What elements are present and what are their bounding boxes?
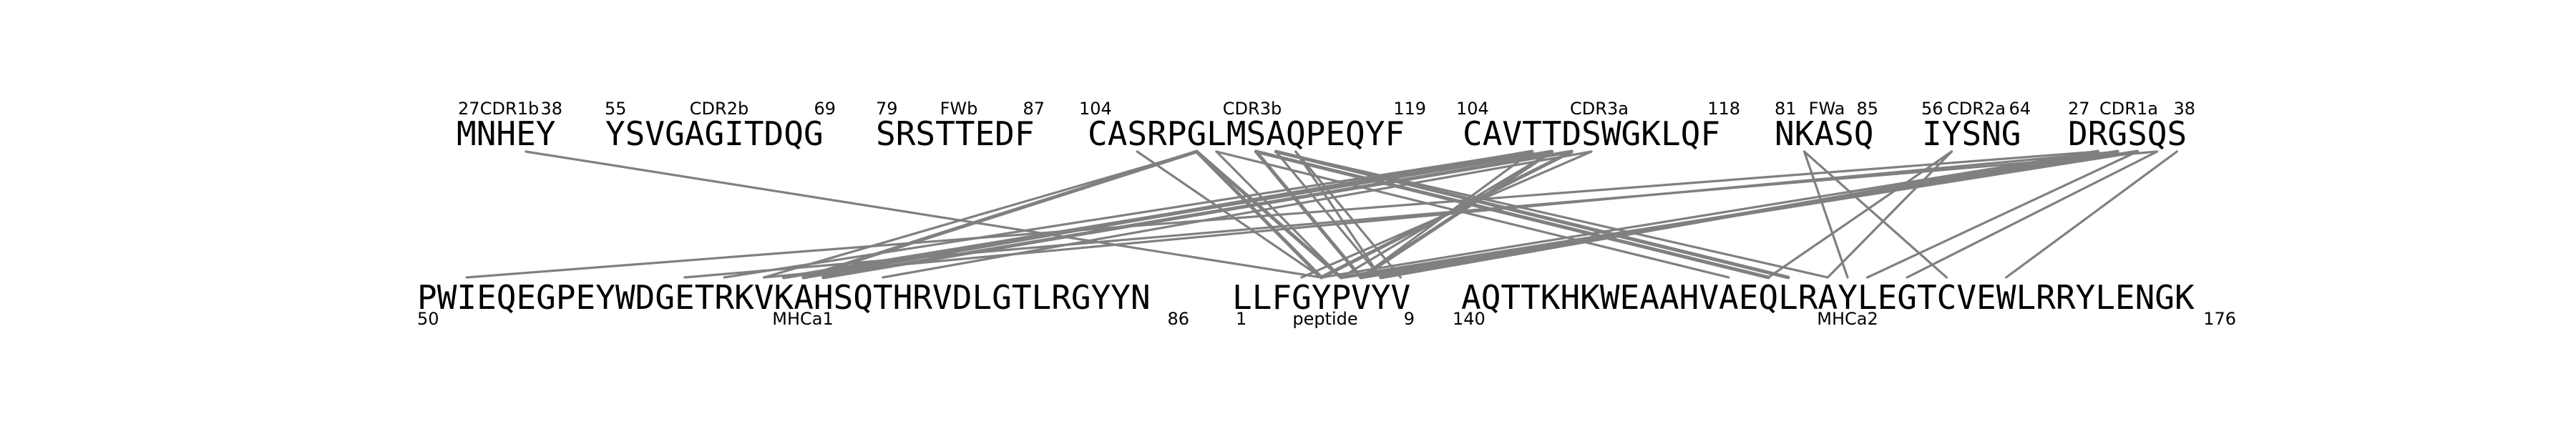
contact-line (1215, 150, 1730, 279)
peptide-segment: LLFGYPVYV 1 peptide 9 (1232, 278, 1415, 329)
segment-sequence: DRGSQS (2068, 114, 2187, 153)
contact-line (762, 150, 2119, 279)
segment-end-number: 119 (1393, 99, 1426, 119)
segment-start-number: 1 (1236, 309, 1246, 329)
segment-sequence: PWIEQEGPEYWDGETRKVKAHSQTHRVDLGTLRGYYN (417, 278, 1151, 317)
tcr-segment-FWb: 79 FWb 87 SRSTTEDF (876, 99, 1045, 153)
tcr-segment-CDR2a: 56 CDR2a 64 IYSNG (1921, 99, 2031, 153)
contact-line (762, 150, 1198, 279)
contact-line (1274, 149, 1790, 280)
contact-line (2005, 150, 2178, 279)
mhc-segment-MHCa2: AQTTKHKWEAAHVAEQLRAYLEGTCVEWLRRYLENGK 14… (1453, 278, 2236, 329)
segment-start-number: 50 (417, 309, 439, 329)
contact-line (821, 149, 1574, 280)
segment-name-label: CDR1b (480, 99, 539, 119)
contact-line (525, 150, 1323, 279)
contact-line (1359, 149, 1554, 280)
segment-end-number: 64 (2009, 99, 2031, 119)
segment-start-number: 55 (605, 99, 627, 119)
segment-end-number: 118 (1707, 99, 1740, 119)
segment-name-label: FWb (940, 99, 978, 119)
segment-end-number: 176 (2203, 309, 2236, 329)
contact-line (1826, 150, 1953, 279)
contact-line (801, 149, 1199, 280)
segment-start-number: 81 (1775, 99, 1797, 119)
segment-name-label: MHCa2 (1817, 309, 1878, 329)
segment-sequence: YSVGAGITDQG (605, 114, 824, 153)
segment-start-number: 104 (1456, 99, 1489, 119)
segment-sequence: SRSTTEDF (876, 114, 1035, 153)
contact-line (1254, 149, 1363, 280)
segment-sequence: CASRPGLMSAQPEQYF (1088, 114, 1405, 153)
segment-end-number: 87 (1023, 99, 1045, 119)
segment-start-number: 27 (2068, 99, 2090, 119)
mhc-segment-MHCa1: PWIEQEGPEYWDGETRKVKAHSQTHRVDLGTLRGYYN 50… (417, 278, 1189, 329)
tcr-segment-CDR3b: 104 CDR3b 119 CASRPGLMSAQPEQYF (1079, 99, 1426, 153)
segment-name-label: peptide (1292, 309, 1357, 329)
segment-end-number: 85 (1856, 99, 1878, 119)
segment-end-number: 86 (1167, 309, 1189, 329)
segment-sequence: AQTTKHKWEAAHVAEQLRAYLEGTCVEWLRRYLENGK (1461, 278, 2195, 317)
contact-line (1254, 149, 1770, 280)
segment-start-number: 56 (1921, 99, 1943, 119)
segment-start-number: 104 (1079, 99, 1112, 119)
segment-sequence: NKASQ (1775, 114, 1873, 153)
segment-end-number: 38 (540, 99, 562, 119)
segment-name-label: FWa (1809, 99, 1845, 119)
segment-name-label: CDR3a (1570, 99, 1629, 119)
tcr-segment-CDR1b: 27 CDR1b 38 MNHEY (457, 99, 562, 153)
segment-sequence: CAVTTDSWGKLQF (1463, 114, 1720, 153)
contact-line (1339, 149, 2140, 280)
tcr-segment-CDR1a: 27 CDR1a 38 DRGSQS (2068, 99, 2195, 153)
segment-name-label: MHCa1 (772, 309, 834, 329)
segment-name-label: CDR2a (1947, 99, 2006, 119)
segment-name-label: CDR1a (2099, 99, 2158, 119)
segment-sequence: LLFGYPVYV (1232, 278, 1410, 317)
contact-line (1866, 150, 2139, 279)
segment-start-number: 79 (876, 99, 898, 119)
contact-lines (465, 149, 2178, 280)
contact-line (1274, 150, 1829, 279)
tcr-segment-FWa: 81 FWa 85 NKASQ (1775, 99, 1878, 153)
segment-start-number: 140 (1453, 309, 1485, 329)
segment-end-number: 38 (2173, 99, 2195, 119)
segment-sequence: IYSNG (1922, 114, 2021, 153)
contact-line (683, 150, 2159, 279)
segment-name-label: CDR2b (690, 99, 748, 119)
contact-line (465, 150, 2099, 279)
segment-end-number: 9 (1404, 309, 1415, 329)
segment-end-number: 69 (814, 99, 836, 119)
segment-sequence: MNHEY (457, 114, 555, 153)
contact-line (1136, 150, 1323, 279)
contact-line (1194, 149, 1324, 280)
contact-line (1906, 150, 2159, 279)
contact-line (723, 150, 1533, 279)
contact-line (781, 149, 1554, 280)
segment-start-number: 27 (458, 99, 480, 119)
tcr-segment-CDR3a: 104 CDR3a 118 CAVTTDSWGKLQF (1456, 99, 1740, 153)
segment-name-label: CDR3b (1223, 99, 1282, 119)
contact-line (1294, 150, 1402, 279)
tcr-segment-CDR2b: 55 CDR2b 69 YSVGAGITDQG (605, 99, 836, 153)
